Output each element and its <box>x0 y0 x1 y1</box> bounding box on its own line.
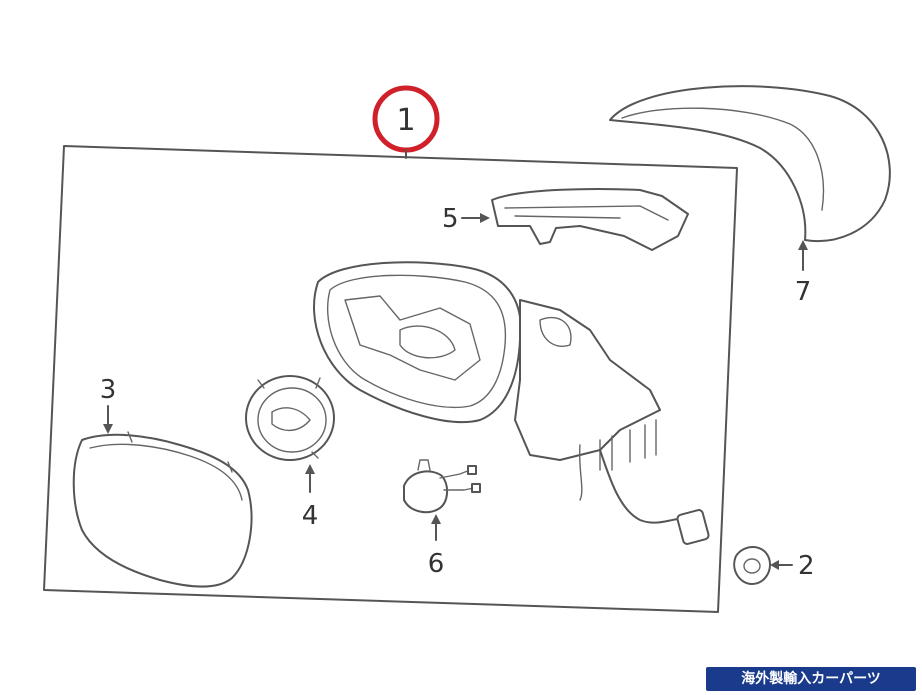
callout-5: 5 <box>442 204 459 234</box>
assembly-frame <box>43 145 738 613</box>
clip-part <box>733 546 771 585</box>
motor-backing-part <box>245 375 335 461</box>
callout-3: 3 <box>100 375 117 405</box>
power-motor-part <box>403 459 481 514</box>
callout-2-arrow <box>770 560 779 570</box>
cover-cap-part <box>609 85 891 242</box>
callout-4: 4 <box>302 501 319 531</box>
callout-5-arrow <box>480 213 490 223</box>
callout-2: 2 <box>798 551 815 581</box>
callout-1: 1 <box>396 103 415 138</box>
callout-6-arrow <box>431 514 441 524</box>
callout-7: 7 <box>795 277 812 307</box>
mirror-housing-part <box>313 261 710 545</box>
callout-4-arrow <box>305 464 315 474</box>
watermark-badge: 海外製輸入カーパーツ <box>706 667 916 691</box>
mirror-glass-part <box>72 431 253 588</box>
turn-signal-part <box>491 188 689 251</box>
callout-3-arrow <box>103 424 113 434</box>
callout-6: 6 <box>428 549 445 579</box>
callout-7-arrow <box>798 240 808 250</box>
